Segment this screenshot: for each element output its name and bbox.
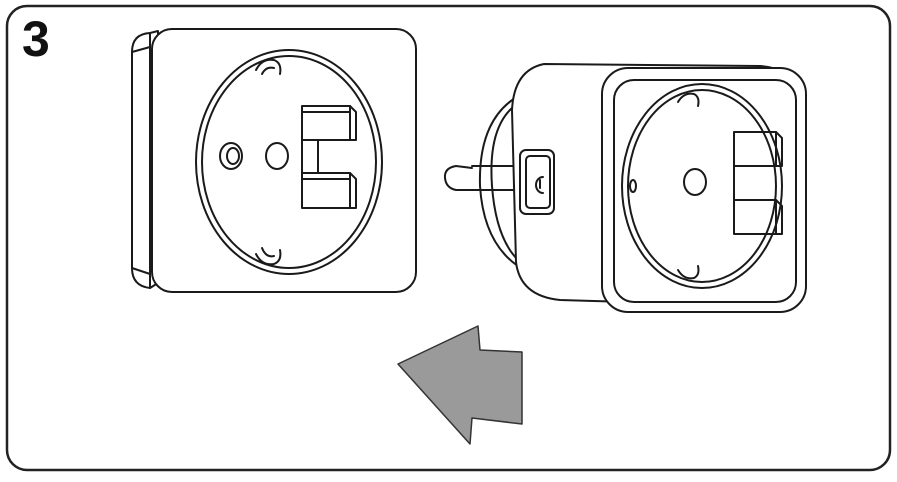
power-icon <box>535 176 544 194</box>
smart-plug-adapter <box>443 63 807 313</box>
arrow-left-icon <box>397 325 523 445</box>
wall-socket <box>131 28 417 293</box>
step-number: 3 <box>22 11 50 67</box>
